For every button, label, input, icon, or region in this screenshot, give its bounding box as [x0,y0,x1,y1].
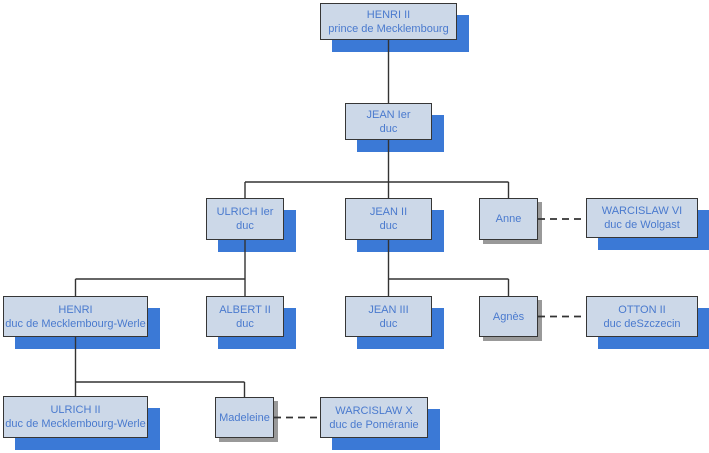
person-title: duc de Poméranie [329,418,419,431]
node-jean-ii[interactable]: JEAN II duc [345,198,432,240]
person-name: OTTON II [618,303,666,316]
node-ulrich-ii[interactable]: ULRICH II duc de Mecklembourg-Werle [3,396,148,438]
person-title: duc [379,317,398,330]
person-title: duc [236,220,254,232]
person-title: duc de Mecklembourg-Werle [5,317,146,330]
person-name: WARCISLAW VI [601,205,683,217]
node-warcislaw-x[interactable]: WARCISLAW X duc de Poméranie [320,397,428,438]
node-ulrich-ier[interactable]: ULRICH Ier duc [206,198,284,240]
person-name: JEAN II [369,206,408,218]
node-otton-ii[interactable]: OTTON II duc deSzczecin [586,296,698,337]
node-madeleine[interactable]: Madeleine [215,397,274,438]
person-name: WARCISLAW X [335,404,413,417]
node-albert-ii[interactable]: ALBERT II duc [206,296,284,337]
person-name: Madeleine [219,411,270,424]
person-name: JEAN III [368,303,409,316]
person-title: duc [236,317,254,330]
node-jean-iii[interactable]: JEAN III duc [345,296,432,337]
person-name: HENRI II [366,8,411,21]
person-title: duc [379,122,398,135]
node-henri-ii[interactable]: HENRI II prince de Mecklembourg [320,3,457,40]
person-name: Agnès [492,310,525,323]
person-title: duc de Mecklembourg-Werle [5,418,146,430]
node-warcislaw-vi[interactable]: WARCISLAW VI duc de Wolgast [586,198,698,238]
person-title: duc de Wolgast [604,219,680,231]
person-name: ALBERT II [219,303,271,316]
person-title: duc deSzczecin [603,317,681,330]
person-title: prince de Mecklembourg [328,22,449,35]
node-agnes[interactable]: Agnès [479,296,538,337]
person-name: Anne [495,213,522,225]
node-henri[interactable]: HENRI duc de Mecklembourg-Werle [3,296,148,337]
node-anne[interactable]: Anne [479,198,538,240]
person-name: HENRI [58,303,93,316]
person-name: ULRICH II [50,404,101,416]
person-name: ULRICH Ier [216,206,274,218]
person-name: JEAN Ier [366,108,411,121]
node-jean-ier[interactable]: JEAN Ier duc [345,103,432,140]
person-title: duc [379,220,398,232]
